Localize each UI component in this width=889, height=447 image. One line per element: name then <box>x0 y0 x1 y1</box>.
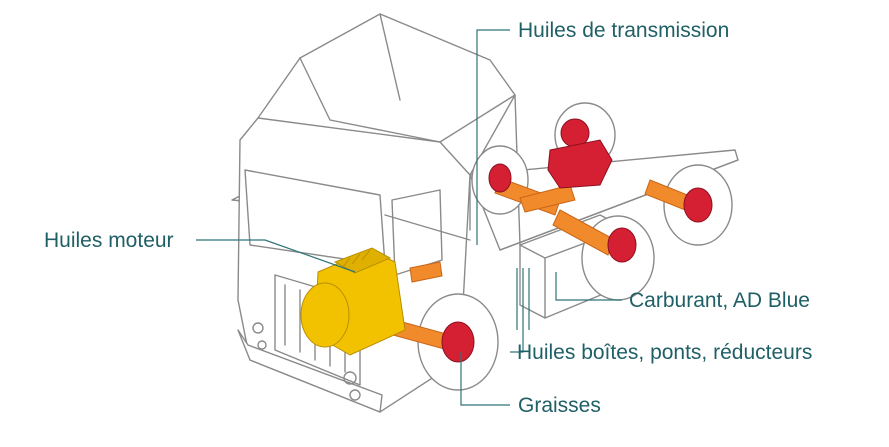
label-fuel-adblue: Carburant, AD Blue <box>629 289 810 312</box>
propeller-shaft <box>519 184 576 213</box>
label-gearbox-axle-reducer-oils: Huiles boîtes, ponts, réducteurs <box>517 341 813 364</box>
leader-fuel <box>555 272 622 301</box>
middle-hub <box>607 227 637 263</box>
label-greases: Graisses <box>518 394 601 417</box>
engine <box>300 247 406 356</box>
leader-transmission <box>476 29 510 245</box>
label-transmission-oils: Huiles de transmission <box>518 19 730 42</box>
leader-lines <box>196 29 622 406</box>
leader-engine <box>196 239 356 273</box>
far-hub-1 <box>488 163 512 193</box>
middle-axle-shaft <box>552 209 616 256</box>
rear-hub <box>683 187 713 223</box>
fifth-wheel-coupling <box>547 139 613 189</box>
leader-grease <box>460 352 510 406</box>
gearbox-shaft <box>409 261 443 283</box>
front-hub <box>441 321 475 363</box>
leader-gearboxes <box>510 268 530 353</box>
grease-points <box>441 118 713 363</box>
label-engine-oils: Huiles moteur <box>44 229 174 252</box>
